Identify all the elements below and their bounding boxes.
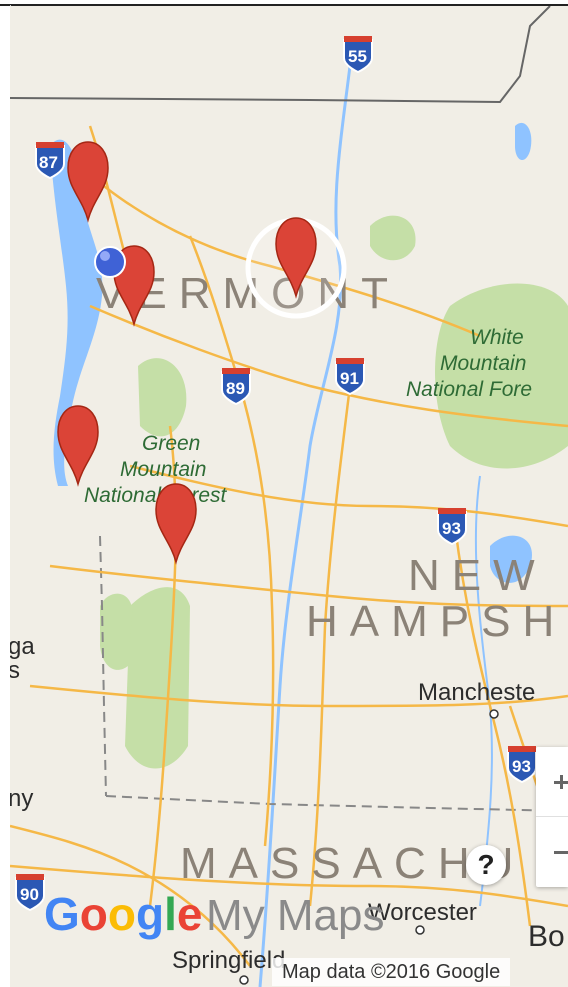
label-white-1: White xyxy=(470,326,524,349)
zoom-control xyxy=(536,747,568,887)
label-springfield: Springfield xyxy=(172,947,285,974)
label-new: NEW xyxy=(408,551,547,600)
shield-i89: 89 xyxy=(221,368,251,406)
label-saratoga-2: s xyxy=(10,657,20,684)
label-saratoga-1: ga xyxy=(10,633,35,660)
shield-i93-south: 93 xyxy=(507,746,537,784)
top-divider xyxy=(0,4,568,6)
label-worcester: Worcester xyxy=(368,899,477,926)
svg-text:55: 55 xyxy=(348,47,367,66)
lake-champlain xyxy=(50,139,103,486)
zoom-out-button[interactable] xyxy=(536,817,568,886)
map-marker-4[interactable] xyxy=(57,405,99,487)
label-albany: ny xyxy=(10,785,33,812)
label-green-2: Mountain xyxy=(120,458,206,481)
google-letter-e: e xyxy=(177,888,203,940)
zoom-in-button[interactable] xyxy=(536,747,568,817)
minus-icon xyxy=(554,851,568,854)
map-marker-5[interactable] xyxy=(155,483,197,565)
white-mountain-forest xyxy=(435,283,568,469)
label-massachusetts: MASSACHU xyxy=(180,839,525,888)
svg-text:90: 90 xyxy=(20,885,39,904)
green-mountain-forest-north xyxy=(138,358,187,437)
city-dot-manchester xyxy=(489,709,499,719)
google-letter-o2: o xyxy=(108,888,136,940)
lake-northeast xyxy=(515,122,532,161)
shield-i87: 87 xyxy=(35,142,65,180)
label-manchester: Mancheste xyxy=(418,679,535,706)
svg-text:89: 89 xyxy=(226,379,245,398)
location-dot-highlight xyxy=(100,251,110,261)
plus-icon-vertical xyxy=(560,775,563,789)
shield-i93-north: 93 xyxy=(437,508,467,546)
city-dot-worcester xyxy=(415,925,425,935)
city-dot-springfield xyxy=(239,975,249,985)
map-canvas[interactable]: VERMONT NEW HAMPSHI MASSACHU White Mount… xyxy=(10,6,568,987)
shield-i55: 55 xyxy=(343,36,373,74)
google-logo: Google xyxy=(44,888,202,940)
svg-text:87: 87 xyxy=(39,153,58,172)
shield-i91: 91 xyxy=(335,358,365,396)
label-hampshire: HAMPSHI xyxy=(306,597,568,646)
label-green-1: Green xyxy=(142,432,200,455)
google-letter-g: g xyxy=(136,888,164,940)
label-boston: Bo xyxy=(528,920,565,953)
svg-text:93: 93 xyxy=(512,757,531,776)
map-marker-3[interactable] xyxy=(275,217,317,299)
my-maps-label: My Maps xyxy=(206,891,384,940)
google-letter-l: l xyxy=(164,888,177,940)
google-letter-o1: o xyxy=(80,888,108,940)
shield-i90: 90 xyxy=(15,874,45,912)
forest-patch-nh xyxy=(370,215,416,261)
label-white-3: National Fore xyxy=(406,378,532,401)
current-location-dot xyxy=(94,246,126,278)
svg-text:91: 91 xyxy=(340,369,359,388)
label-white-2: Mountain xyxy=(440,352,526,375)
green-mountain-forest-south xyxy=(125,587,190,769)
lake-nh xyxy=(490,535,532,583)
svg-text:93: 93 xyxy=(442,519,461,538)
google-letter-G: G xyxy=(44,888,80,940)
canada-border xyxy=(10,6,551,104)
connecticut-river xyxy=(258,65,352,987)
help-button[interactable]: ? xyxy=(466,845,506,885)
map-attribution: Map data ©2016 Google xyxy=(272,958,511,986)
map-marker-1[interactable] xyxy=(67,141,109,223)
ma-border xyxy=(105,795,568,812)
forest-patch-ma xyxy=(100,593,133,670)
map-svg: VERMONT NEW HAMPSHI MASSACHU White Mount… xyxy=(10,6,568,987)
